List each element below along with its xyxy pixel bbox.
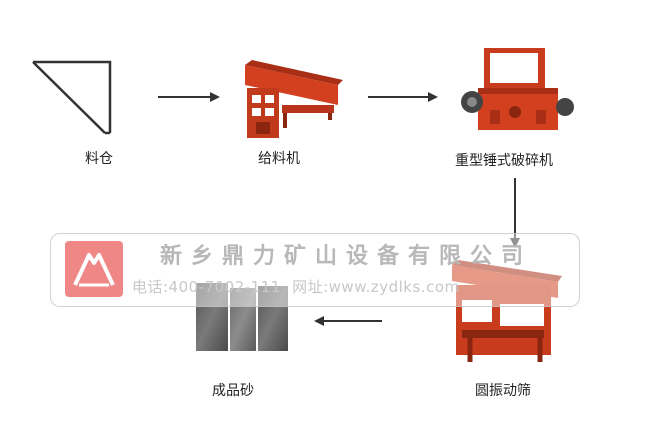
watermark-contact: 电话:400-7002-111 网址:www.zydlks.com — [132, 276, 466, 297]
feeder-label: 给料机 — [258, 151, 300, 167]
vibrating-screen-icon — [452, 260, 562, 362]
watermark-phone: 电话:400-7002-111 — [132, 278, 281, 296]
hopper-icon — [32, 60, 112, 135]
watermark-website: 网址:www.zydlks.com — [292, 278, 460, 296]
crusher-label: 重型锤式破碎机 — [455, 153, 553, 169]
finished-sand-icon — [196, 283, 288, 351]
sand-label: 成品砂 — [212, 383, 254, 399]
crusher-machine-icon — [461, 48, 574, 130]
watermark-frame — [50, 233, 580, 307]
company-logo — [65, 241, 123, 297]
logo-mark-icon — [73, 253, 115, 287]
watermark-company: 新乡鼎力矿山设备有限公司 — [160, 244, 533, 269]
screen-label: 圆振动筛 — [475, 383, 531, 399]
hopper-label: 料仓 — [85, 151, 113, 167]
feeder-machine-icon — [245, 60, 343, 138]
